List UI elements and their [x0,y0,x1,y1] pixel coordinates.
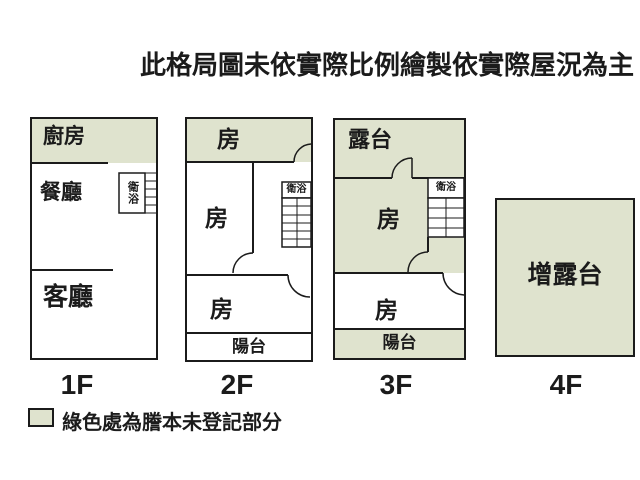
door-arc-low-3f [442,272,464,296]
terrace-label-3f: 露台 [348,127,393,152]
bathroom-box-1f [118,172,146,214]
door-arc-mid-2f [232,252,254,274]
door-arc-mid-3f [407,251,429,273]
floor-label-3f: 3F [379,369,413,400]
room-mid-label-3f: 房 [377,206,400,232]
room-low-label-3f: 房 [375,297,398,323]
stairs-1f [145,172,156,214]
room-mid-label-2f: 房 [205,205,228,231]
floor-label-1f: 1F [60,369,94,400]
floorplan-4f: 增露台 [495,198,635,357]
balcony-label-3f: 陽台 [382,333,417,352]
door-arc-top-2f [293,143,311,163]
balcony-area-3f [335,329,464,358]
floorplan-2f: 房 房 房 衛浴 陽台 [185,117,313,362]
door-arc-low-2f [287,274,311,298]
door-arc-terrace-3f [391,157,413,179]
floor-label-4f: 4F [549,369,583,400]
walls-3f [335,157,464,330]
walls-2f [187,143,311,334]
bathroom-label-3f: 衛浴 [436,182,456,193]
walls-1f [32,162,156,271]
bathroom-label-1f: 衛浴 [126,181,139,205]
room-top-area-2f [187,119,311,162]
kitchen-area [32,119,156,163]
legend-green-swatch [28,408,54,427]
stairs-2f [281,197,311,248]
balcony-label-2f: 陽台 [232,337,266,356]
floorplan-3f: 露台 房 房 衛浴 陽台 [333,118,466,360]
page-title: 此格局圖未依實際比例繪製依實際屋況為主 [140,50,635,80]
room-low-label-2f: 房 [210,296,233,322]
kitchen-label: 廚房 [43,125,85,148]
floorplan-1f: 廚房 餐廳 客廳 衛浴 [30,117,158,360]
dining-label: 餐廳 [40,181,82,204]
terrace-area-3f [335,120,464,178]
floor-label-2f: 2F [220,369,254,400]
stairs-3f [427,197,464,238]
living-label: 客廳 [43,283,94,311]
legend-text: 綠色處為謄本未登記部分 [62,412,282,434]
added-terrace-label-4f: 增露台 [527,261,603,289]
room-top-label-2f: 房 [217,126,240,152]
bathroom-label-2f: 衛浴 [286,184,307,195]
